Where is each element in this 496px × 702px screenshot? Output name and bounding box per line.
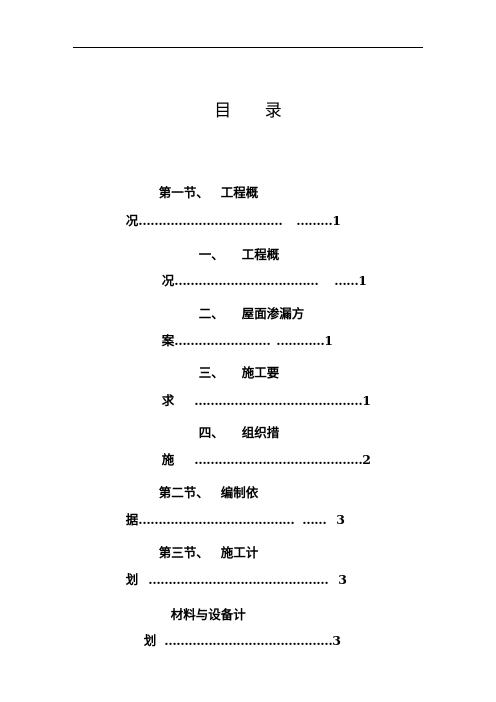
toc-title: 目 录	[214, 101, 296, 121]
toc-entry-7-text: 施工计	[220, 545, 259, 560]
toc-entry-1-leader-2: ………	[296, 213, 333, 228]
toc-entry-1-char: 况	[125, 213, 139, 228]
toc-entry-5-line1[interactable]: 四、 组织措	[190, 409, 280, 441]
toc-entry-3-line1[interactable]: 二、 屋面渗漏方	[190, 290, 305, 322]
toc-entry-6-page: 3	[336, 512, 345, 527]
toc-entry-4-line2[interactable]: 求 ……………………………………1	[153, 377, 371, 409]
toc-entry-5-leader: ……………………………………	[194, 452, 363, 467]
toc-entry-1-text: 工程概	[220, 185, 259, 200]
toc-entry-3-line2[interactable]: 案………………………………1	[153, 317, 333, 349]
toc-entry-2-line1[interactable]: 一、 工程概	[190, 231, 280, 263]
toc-entry-2-line2[interactable]: 况……………………………………1	[153, 257, 367, 289]
toc-entry-6-leader-2: ……	[302, 512, 327, 527]
toc-entry-7-line1[interactable]: 第三节、施工计	[150, 529, 259, 561]
toc-entry-3-char: 案	[161, 333, 175, 348]
toc-entry-1-line1[interactable]: 第一节、工程概	[150, 169, 259, 201]
toc-entry-8-leader: ……………………………………	[164, 633, 333, 648]
toc-entry-2-num: 一、	[198, 247, 224, 262]
toc-entry-7-char: 划	[125, 572, 139, 587]
toc-entry-8-line1[interactable]: 材料与设备计	[162, 591, 246, 623]
toc-entry-7-num: 第三节、	[158, 545, 209, 560]
toc-entry-3-text: 屋面渗漏方	[241, 306, 305, 321]
toc-entry-4-line1[interactable]: 三、 施工要	[190, 349, 280, 381]
toc-entry-3-num: 二、	[198, 306, 224, 321]
toc-entry-4-num: 三、	[198, 365, 224, 380]
toc-entry-1-num: 第一节、	[158, 185, 209, 200]
toc-entry-5-page: 2	[362, 452, 371, 467]
toc-entry-1-leader: ………………………………	[138, 213, 283, 228]
toc-entry-6-char: 据	[125, 512, 139, 527]
toc-entry-3-leader: ……………………	[174, 333, 271, 348]
toc-entry-1-line2[interactable]: 况………………………………………1	[117, 197, 341, 229]
toc-entry-3-page: 1	[324, 333, 333, 348]
toc-entry-6-leader: …………………………………	[138, 512, 295, 527]
toc-entry-6-text: 编制依	[220, 485, 259, 500]
toc-entry-6-line1[interactable]: 第二节、编制依	[150, 469, 259, 501]
toc-entry-8-line2[interactable]: 划 ……………………………………3	[135, 617, 341, 649]
toc-entry-5-line2[interactable]: 施 ……………………………………2	[153, 436, 371, 468]
toc-entry-6-line2[interactable]: 据………………………………………3	[117, 496, 345, 528]
toc-entry-5-text: 组织措	[241, 425, 280, 440]
toc-entry-8-text: 材料与设备计	[170, 607, 246, 622]
toc-entry-2-leader-2: ……	[334, 273, 359, 288]
toc-entry-4-page: 1	[362, 393, 371, 408]
toc-entry-4-char: 求	[161, 393, 175, 408]
toc-entry-7-leader: ………………………………………	[148, 572, 329, 587]
toc-entry-2-leader: ………………………………	[174, 273, 319, 288]
header-rule	[73, 47, 423, 48]
toc-entry-3-leader-2: …………	[276, 333, 325, 348]
toc-entry-2-char: 况	[161, 273, 175, 288]
toc-entry-5-char: 施	[161, 452, 175, 467]
toc-entry-6-num: 第二节、	[158, 485, 209, 500]
toc-entry-4-leader: ……………………………………	[194, 393, 363, 408]
toc-entry-7-line2[interactable]: 划 ……………………………………… 3	[117, 556, 347, 588]
toc-entry-7-page: 3	[338, 572, 347, 587]
toc-entry-5-num: 四、	[198, 425, 224, 440]
toc-entry-2-page: 1	[358, 273, 367, 288]
toc-entry-1-page: 1	[332, 213, 341, 228]
toc-entry-2-text: 工程概	[241, 247, 280, 262]
toc-entry-8-page: 3	[332, 633, 341, 648]
toc-entry-8-char: 划	[143, 633, 157, 648]
toc-entry-4-text: 施工要	[241, 365, 280, 380]
